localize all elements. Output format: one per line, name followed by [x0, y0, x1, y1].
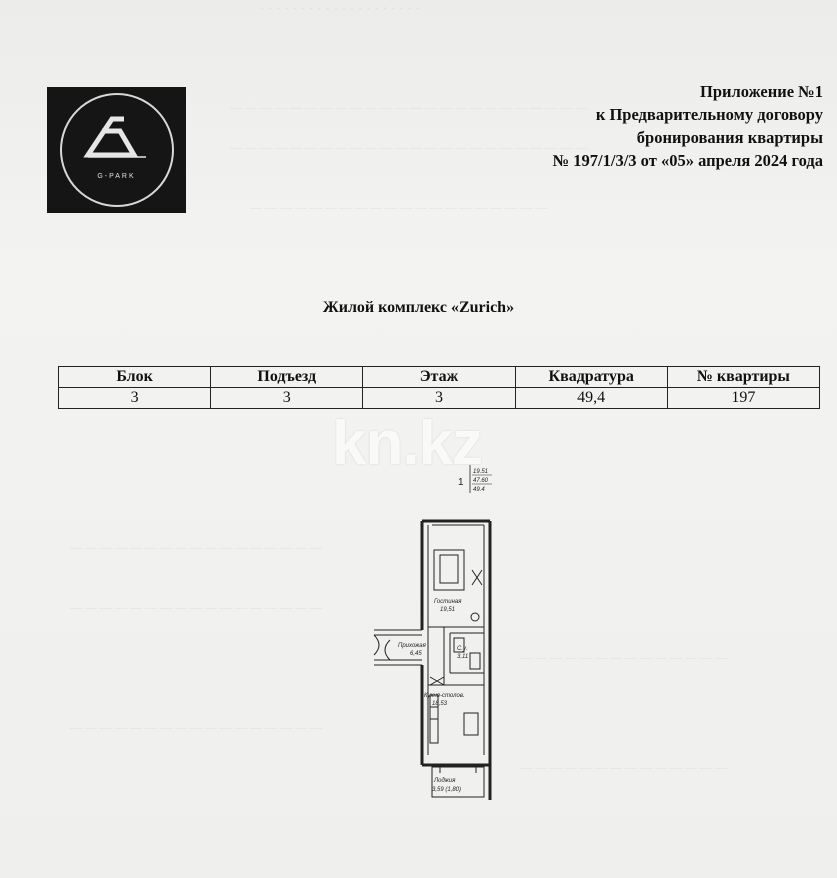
- column-header: Блок: [57, 366, 212, 388]
- room-area-hall: 6,45: [410, 651, 422, 657]
- area-value: 47.60: [473, 478, 489, 484]
- column-header: Подъезд: [210, 366, 364, 388]
- logo-text: G-PARK: [97, 173, 136, 180]
- apartment-info-table: Блок Подъезд Этаж Квадратура № квартиры …: [57, 366, 821, 409]
- column-header: Квадратура: [514, 366, 668, 388]
- complex-title: Жилой комплекс «Zurich»: [322, 299, 515, 316]
- area-value: 19.51: [473, 469, 488, 475]
- room-area-loggia: 3,59 (1,80): [432, 787, 461, 793]
- header-line: № 197/1/3/3 от «05» апреля 2024 года: [552, 151, 823, 170]
- table-cell: 49,4: [514, 387, 668, 409]
- room-label-loggia: Лоджия: [433, 778, 456, 784]
- table-cell: 197: [666, 387, 821, 409]
- column-header: Этаж: [362, 366, 516, 388]
- header-line: Приложение №1: [700, 82, 823, 101]
- watermark: kn.kz: [332, 409, 483, 478]
- header-line: к Предварительному договору: [595, 105, 823, 124]
- g-letter-icon: [82, 116, 146, 158]
- room-label-living: Гостиная: [434, 599, 462, 605]
- apartment-index: 1: [458, 477, 464, 488]
- room-area-living: 19,51: [440, 607, 455, 613]
- room-label-kitchen: Кухня-столов.: [424, 693, 465, 699]
- room-label-bathroom: С.у.: [457, 646, 467, 652]
- table-cell: 3: [57, 387, 212, 409]
- appendix-header: Приложение №1 к Предварительному договор…: [553, 80, 823, 172]
- area-value: 49.4: [473, 487, 485, 493]
- company-logo: G-PARK: [47, 87, 186, 213]
- table-cell: 3: [362, 387, 516, 409]
- logo-emblem: G-PARK: [59, 93, 174, 207]
- table-cell: 3: [210, 387, 364, 409]
- column-header: № квартиры: [666, 366, 821, 388]
- room-area-kitchen: 18,53: [432, 701, 448, 707]
- table-header-row: Блок Подъезд Этаж Квадратура № квартиры: [57, 366, 821, 388]
- floor-plan: 1 19.51 47.60 49.4: [373, 465, 492, 800]
- room-area-bathroom: 3,11: [457, 654, 468, 660]
- table-row: 3 3 3 49,4 197: [57, 387, 821, 409]
- header-line: бронирования квартиры: [636, 128, 823, 147]
- room-label-hall: Прихожая: [398, 643, 427, 649]
